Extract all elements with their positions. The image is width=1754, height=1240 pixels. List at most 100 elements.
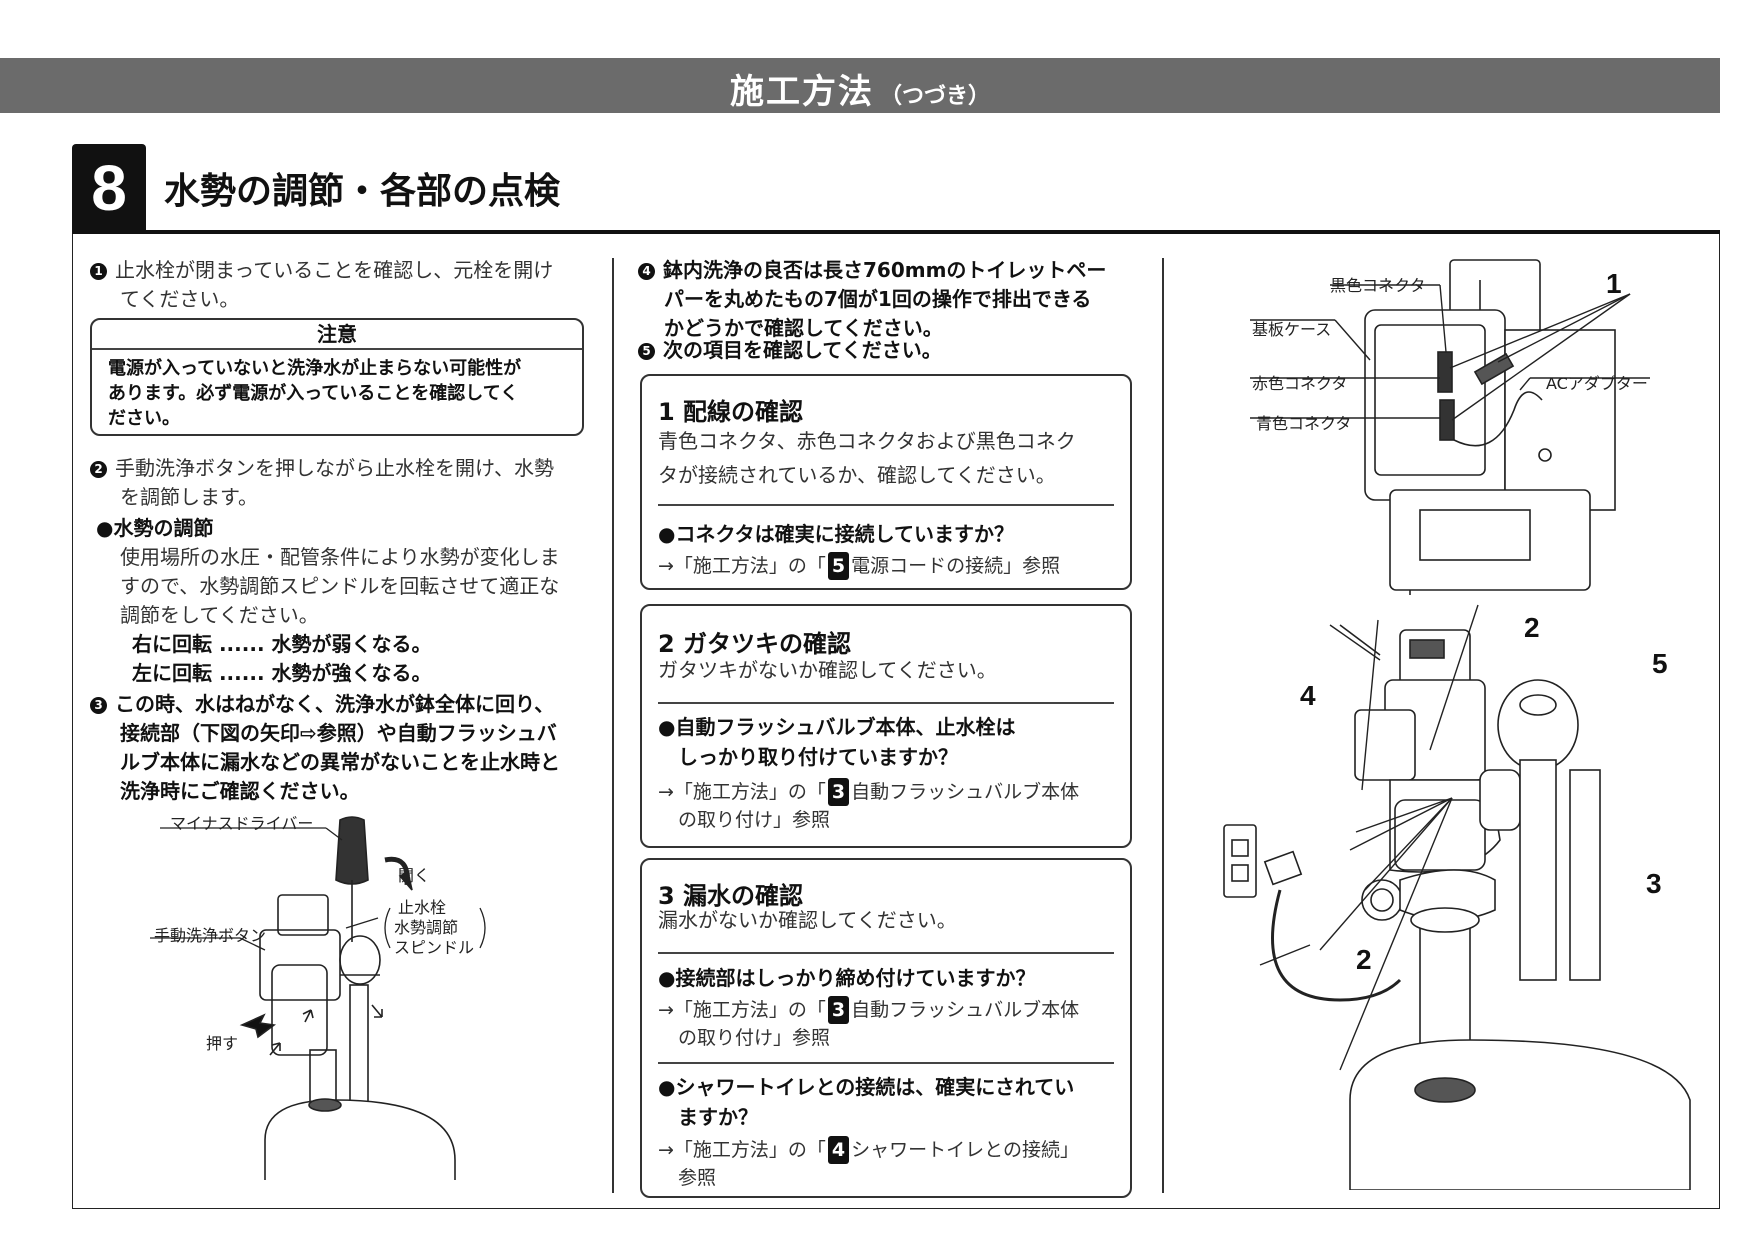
callout-3: 3 <box>1646 868 1662 899</box>
label-blue-connector: 青色コネクタ <box>1256 414 1352 433</box>
step-text: 次の項目を確認してください。 <box>663 338 942 362</box>
step-1: 1 止水栓が閉まっていることを確認し、元栓を開け てください。 <box>90 256 590 314</box>
step-number: 4 <box>638 263 655 280</box>
ref-text: 自動フラッシュバルブ本体 <box>851 781 1080 803</box>
label-screwdriver: マイナスドライバー <box>170 814 314 833</box>
ref-text: の取り付け」参照 <box>678 809 831 831</box>
caution-box: 注意 電源が入っていないと洗浄水が止まらない可能性が あります。必ず電源が入って… <box>90 318 584 436</box>
adjust-title: ●水勢の調節 <box>96 516 214 540</box>
label-manual-button: 手動洗浄ボタン <box>154 926 267 945</box>
ref-text: →「施工方法」の「 <box>658 555 826 577</box>
adjust-text: 使用場所の水圧・配管条件により水勢が変化しま <box>120 545 560 569</box>
box-question-line: ●シャワートイレとの接続は、確実にされてい <box>658 1075 1075 1099</box>
callout-1: 1 <box>1606 268 1622 299</box>
callout-5: 5 <box>1652 648 1668 679</box>
caution-line: あります。必ず電源が入っていることを確認してく <box>108 382 519 404</box>
step-number: 5 <box>638 343 655 360</box>
box-question: ●自動フラッシュバルブ本体、止水栓は しっかり取り付けていますか？ <box>658 712 1015 772</box>
step-text: 鉢内洗浄の良否は長さ760mmのトイレットペー <box>663 258 1107 282</box>
section-title: 水勢の調節・各部の点検 <box>164 171 561 212</box>
adjust-text: 調節をしてください。 <box>120 603 319 627</box>
step-text: パーを丸めたもの7個が1回の操作で排出できる <box>664 287 1092 311</box>
ref-text: →「施工方法」の「 <box>658 781 826 803</box>
step-number: 1 <box>90 263 107 280</box>
step-number: 2 <box>90 461 107 478</box>
page-title: 施工方法 <box>729 72 874 112</box>
label-open: 開く <box>398 866 431 885</box>
step-2: 2 手動洗浄ボタンを押しながら止水栓を開け、水勢 を調節します。 <box>90 454 600 512</box>
ref-text: 電源コードの接続」参照 <box>851 555 1061 577</box>
step-5: 5 次の項目を確認してください。 <box>638 336 1158 365</box>
page-subtitle: （つづき） <box>879 84 990 109</box>
step-text: ルブ本体に漏水などの異常がないことを止水時と <box>120 750 560 774</box>
label-red-connector: 赤色コネクタ <box>1252 374 1348 393</box>
label-valve: 止水栓 <box>398 898 447 917</box>
step-text: を調節します。 <box>120 485 258 509</box>
box-question: ●接続部はしっかり締め付けていますか？ <box>658 966 1036 990</box>
check-box-leak: 3 漏水の確認 漏水がないか確認してください。 ●接続部はしっかり締め付けていま… <box>640 858 1132 1198</box>
ref-text: 自動フラッシュバルブ本体 <box>851 999 1080 1021</box>
ref-number: 4 <box>827 1136 850 1164</box>
column-divider <box>1162 258 1164 1193</box>
ref-text: シャワートイレとの接続」 <box>851 1139 1079 1161</box>
adjust-section: ●水勢の調節 使用場所の水圧・配管条件により水勢が変化しま すので、水勢調節スピ… <box>96 514 606 688</box>
callout-2: 2 <box>1524 612 1540 643</box>
callout-2: 2 <box>1356 944 1372 975</box>
step-4: 4 鉢内洗浄の良否は長さ760mmのトイレットペー パーを丸めたもの7個が1回の操… <box>638 256 1158 343</box>
box-question-line: しっかり取り付けていますか？ <box>678 745 958 769</box>
caution-line: ださい。 <box>108 407 180 429</box>
header-banner: 施工方法（つづき） <box>0 58 1720 113</box>
callout-4: 4 <box>1300 680 1316 711</box>
box-question: ●シャワートイレとの接続は、確実にされてい ますか？ <box>658 1072 1074 1132</box>
box-question: ●コネクタは確実に接続していますか？ <box>658 522 1015 546</box>
ref-text: →「施工方法」の「 <box>658 1139 826 1161</box>
ref-number: 3 <box>827 778 850 806</box>
content-frame <box>72 234 1720 1209</box>
box-title: 1 配線の確認 <box>658 398 804 426</box>
check-box-wiring: 1 配線の確認 青色コネクタ、赤色コネクタおよび黒色コネク タが接続されているか… <box>640 374 1132 590</box>
step-number: 3 <box>90 697 107 714</box>
step-text: 洗浄時にご確認ください。 <box>120 779 360 803</box>
rotate-left-text: 左に回転 ...... 水勢が強くなる。 <box>132 661 432 685</box>
ref-number: 3 <box>827 996 850 1024</box>
label-spindle: スピンドル <box>394 938 475 957</box>
box-title: 3 漏水の確認 <box>658 882 804 910</box>
caution-text: 電源が入っていないと洗浄水が止まらない可能性が あります。必ず電源が入っているこ… <box>92 350 582 437</box>
step-text: 止水栓が閉まっていることを確認し、元栓を開け <box>115 258 554 282</box>
box-question-line: ●自動フラッシュバルブ本体、止水栓は <box>658 715 1016 739</box>
box-text-line: タが接続されているか、確認してください。 <box>658 463 1056 487</box>
caution-line: 電源が入っていないと洗浄水が止まらない可能性が <box>108 357 522 379</box>
step-text: てください。 <box>120 287 240 311</box>
box-title: 2 ガタツキの確認 <box>658 630 852 658</box>
step-text: 手動洗浄ボタンを押しながら止水栓を開け、水勢 <box>115 456 554 480</box>
label-push: 押す <box>206 1034 239 1053</box>
adjustment-figure <box>150 816 486 1180</box>
column-divider <box>612 258 614 1193</box>
caution-title: 注意 <box>317 322 357 346</box>
ref-text: 参照 <box>678 1167 717 1189</box>
label-black-connector: 黒色コネクタ <box>1330 276 1426 295</box>
section-rule <box>72 230 1720 234</box>
ref-text: の取り付け」参照 <box>678 1027 831 1049</box>
ref-text: →「施工方法」の「 <box>658 999 826 1021</box>
step-text: 接続部（下図の矢印⇨参照）や自動フラッシュバ <box>120 721 557 745</box>
connector-diagram <box>1250 259 1650 595</box>
section-number: 8 <box>72 144 146 234</box>
label-spindle: 水勢調節 <box>394 918 459 937</box>
box-text-line: 青色コネクタ、赤色コネクタおよび黒色コネク <box>658 429 1076 453</box>
assembly-diagram <box>1223 604 1691 1190</box>
ref-number: 5 <box>827 552 850 580</box>
step-text: この時、水はねがなく、洗浄水が鉢全体に回り、 <box>115 692 555 716</box>
box-text: ガタツキがないか確認してください。 <box>658 658 997 682</box>
label-ac-adapter: ACアダプター <box>1546 374 1648 393</box>
rotate-right-text: 右に回転 ...... 水勢が弱くなる。 <box>132 632 432 656</box>
adjust-text: すので、水勢調節スピンドルを回転させて適正な <box>120 574 560 598</box>
check-box-rattle: 2 ガタツキの確認 ガタツキがないか確認してください。 ●自動フラッシュバルブ本… <box>640 604 1132 848</box>
box-question-line: ますか？ <box>678 1105 758 1129</box>
box-text: 漏水がないか確認してください。 <box>658 908 957 932</box>
box-text: 青色コネクタ、赤色コネクタおよび黒色コネク タが接続されているか、確認してくださ… <box>658 424 1128 492</box>
